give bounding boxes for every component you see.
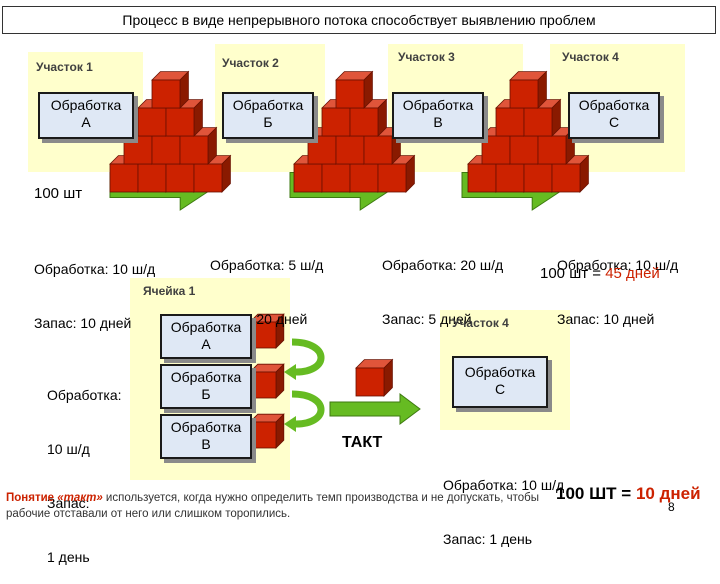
area-4-lower-label: Участок 4 [452,316,509,330]
pyramid-1-cube-9 [151,70,190,109]
area-4-label: Участок 4 [562,50,619,64]
process-box-c: Обработка С [568,92,660,139]
cell-process-a-line2: А [201,336,211,352]
cell-1-rate-value: 10 ш/д [47,441,90,457]
cell-cube-v [249,413,285,449]
area-2-rate: Обработка: 5 ш/д [210,257,324,273]
footer-term: «такт» [57,492,103,504]
area-4-stats: Обработка: 10 ш/д Запас: 10 дней [557,220,678,346]
area-3-stock: Запас: 5 дней [382,311,472,327]
total-lead-time-prefix: 100 шт = [540,265,606,282]
area-2-label: Участок 2 [222,56,279,70]
cell-process-b-line2: Б [201,386,211,402]
final-lead-time-value: 10 дней [635,484,701,503]
page-number: 8 [668,500,675,514]
cell-1-stock-label: Запас: [47,495,90,511]
footer-post: используется, когда нужно определить тем… [6,492,540,520]
total-lead-time: 100 шт = 45 дней [540,265,660,282]
area-3-stats: Обработка: 20 ш/д Запас: 5 дней [382,220,503,346]
area-3-rate: Обработка: 20 ш/д [382,257,504,273]
takt-cube [355,358,394,397]
transfer-arrow-2 [291,390,325,428]
pyramid-3-cube-6 [537,126,576,165]
process-box-a-line1: Обработка [50,97,122,113]
area-1-label: Участок 1 [36,60,93,74]
process-box-v-line1: Обработка [402,97,474,113]
process-box-c-line2: С [608,114,620,130]
cell-process-v-line2: В [201,436,211,452]
area-3-label: Участок 3 [398,50,455,64]
area-4-stock: Запас: 10 дней [557,311,655,327]
takt-arrow [329,393,421,425]
slide-title: Процесс в виде непрерывного потока спосо… [2,6,716,34]
process-box-b-line2: Б [263,114,273,130]
process-box-b-line1: Обработка [232,97,304,113]
area-4-lower-rate: Обработка: 10 ш/д [443,477,565,493]
area-1-stats: Обработка: 10 ш/д Запас: 10 дней [34,224,155,350]
area-1-rate: Обработка: 10 ш/д [34,261,156,277]
cell-process-a-line1: Обработка [170,319,242,335]
process-box-b: Обработка Б [222,92,314,139]
cell-1-label: Ячейка 1 [143,284,196,298]
cell-process-b-line1: Обработка [170,369,242,385]
total-lead-time-value: 45 дней [605,265,660,282]
cell-1-stock-value: 1 день [47,549,90,565]
transfer-arrow-1 [291,338,325,376]
batch-size-label: 100 шт [34,185,83,202]
cell-process-b: Обработка Б [160,364,252,409]
area-4-lower-process: Обработка С [452,356,548,408]
pyramid-2-cube-9 [335,70,374,109]
final-lead-time-prefix: 100 ШТ = [556,484,636,503]
area-1-stock: Запас: 10 дней [34,315,132,331]
process-box-c-line1: Обработка [578,97,650,113]
area-4-rate: Обработка: 10 ш/д [557,257,679,273]
takt-label: ТАКТ [342,434,383,451]
process-box-a-line2: А [81,114,91,130]
cell-1-rate-label: Обработка: [47,387,122,403]
area-4-lower-stock: Запас: 1 день [443,531,533,547]
process-box-v-line2: В [433,114,443,130]
process-box-v: Обработка В [392,92,484,139]
footer-note: Понятие «такт» используется, когда нужно… [6,490,551,522]
cell-process-v: Обработка В [160,414,252,459]
area-4-lower-process-line2: С [494,381,506,397]
final-lead-time: 100 ШТ = 10 дней [556,484,701,504]
cell-1-stats: Обработка: 10 ш/д Запас: 1 день [47,350,122,584]
transfer-arrow-2-head [284,416,296,432]
area-4-lower-process-line1: Обработка [464,364,536,380]
diagram-graphics [109,70,590,449]
footer-pre: Понятие [6,492,58,504]
transfer-arrow-1-head [284,364,296,380]
cell-cube-b [249,363,285,399]
process-box-a: Обработка А [38,92,134,139]
pyramid-3-cube-9 [509,70,548,109]
cell-process-a: Обработка А [160,314,252,359]
cell-process-v-line1: Обработка [170,419,242,435]
